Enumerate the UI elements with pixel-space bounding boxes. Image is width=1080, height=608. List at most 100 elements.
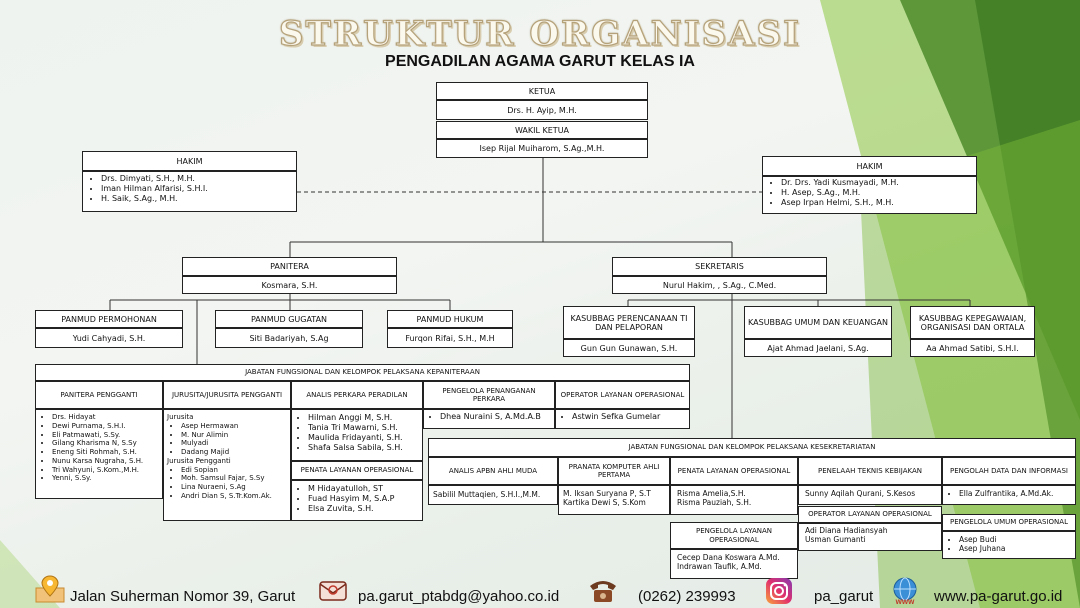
- page-title: STRUKTUR ORGANISASI: [278, 13, 802, 54]
- instagram-icon: [766, 578, 792, 604]
- jsp-1: Edi Sopian: [181, 466, 287, 475]
- hakim-left-label: HAKIM: [82, 151, 297, 171]
- page-subtitle: PENGADILAN AGAMA GARUT KELAS IA: [385, 53, 695, 70]
- pl-2: Fuad Hasyim M, S.A.P: [308, 494, 420, 504]
- telephone-icon: [590, 581, 616, 602]
- wakil-ketua-label: WAKIL KETUA: [436, 121, 648, 139]
- globe-icon: www: [893, 577, 917, 606]
- ketua-name: Drs. H. Ayip, M.H.: [436, 100, 648, 120]
- penelaah-teknis-text: Sunny Aqilah Qurani, S.Kesos: [798, 485, 942, 505]
- panmud-gugatan-label: PANMUD GUGATAN: [215, 310, 363, 328]
- jsp-4: Andri Dian S, S.Tr.Kom.Ak.: [181, 492, 287, 501]
- panmud-hukum-label: PANMUD HUKUM: [387, 310, 513, 328]
- pengelola-perkara-label: PENGELOLA PENANGANAN PERKARA: [423, 381, 555, 409]
- www-icon-text: www: [895, 597, 915, 606]
- jsp-2: Moh. Samsul Fajar, S.Sy: [181, 474, 287, 483]
- kasubbag-kepegawaian-name: Aa Ahmad Satibi, S.H.I.: [910, 339, 1035, 357]
- pdi-1: Ella Zulfrantika, A.Md.Ak.: [959, 489, 1073, 498]
- footer: Jalan Suherman Nomor 39, Garut pa.garut_…: [0, 574, 1080, 608]
- pp-5: Eneng Siti Rohmah, S.H.: [52, 448, 160, 457]
- wakil-ketua-name: Isep Rijal Muiharom, S.Ag.,M.H.: [436, 139, 648, 158]
- footer-phone[interactable]: (0262) 239993: [638, 588, 736, 605]
- js-3: Mulyadi: [181, 439, 287, 448]
- jf-kepaniteraan-header: JABATAN FUNGSIONAL DAN KELOMPOK PELAKSAN…: [35, 364, 690, 381]
- panitera-name: Kosmara, S.H.: [182, 276, 397, 294]
- penata-layanan-kepaniteraan-label: PENATA LAYANAN OPERASIONAL: [291, 461, 423, 480]
- jf-kesekretariatan-header: JABATAN FUNGSIONAL DAN KELOMPOK PELAKSAN…: [428, 438, 1076, 457]
- operator-layanan-label: OPERATOR LAYANAN OPERASIONAL: [798, 506, 942, 523]
- kasubbag-kepegawaian-label: KASUBBAG KEPEGAWAIAN, ORGANISASI DAN ORT…: [910, 306, 1035, 339]
- hakim-right-list: Dr. Drs. Yadi Kusmayadi, M.H. H. Asep, S…: [762, 176, 977, 214]
- hakim-right-label: HAKIM: [762, 156, 977, 176]
- penata-layanan-kepaniteraan-list: M Hidayatulloh, ST Fuad Hasyim M, S.A.P …: [291, 480, 423, 521]
- panitera-pengganti-label: PANITERA PENGGANTI: [35, 381, 163, 409]
- ap-3: Maulida Fridayanti, S.H.: [308, 433, 420, 443]
- js-2: M. Nur Alimin: [181, 431, 287, 440]
- panmud-permohonan-label: PANMUD PERMOHONAN: [35, 310, 183, 328]
- footer-address: Jalan Suherman Nomor 39, Garut: [70, 588, 296, 605]
- jurusita-group-2: Jurusita Pengganti: [167, 456, 231, 465]
- analis-perkara-list: Hilman Anggi M, S.H. Tania Tri Mawarni, …: [291, 409, 423, 461]
- sekretaris-label: SEKRETARIS: [612, 257, 827, 276]
- hakim-right-3: Asep Irpan Helmi, S.H., M.H.: [781, 198, 972, 208]
- analis-apbn-text: Sabilil Muttaqien, S.H.I.,M.M.: [428, 485, 558, 505]
- operator-layanan-text: Adi Diana Hadiansyah Usman Gumanti: [798, 523, 942, 551]
- ap-1: Hilman Anggi M, S.H.: [308, 413, 420, 423]
- js-4: Dadang Majid: [181, 448, 287, 457]
- kasubbag-umum-label: KASUBBAG UMUM DAN KEUANGAN: [744, 306, 892, 339]
- footer-website[interactable]: www.pa-garut.go.id: [934, 588, 1063, 605]
- sekretaris-name: Nurul Hakim, , S.Ag., C.Med.: [612, 276, 827, 294]
- pl-3: Elsa Zuvita, S.H.: [308, 504, 420, 514]
- hakim-right-1: Dr. Drs. Yadi Kusmayadi, M.H.: [781, 178, 972, 188]
- pp-7: Tri Wahyuni, S.Kom.,M.H.: [52, 466, 160, 475]
- operator-layanan-kepaniteraan-list: Astwin Sefka Gumelar: [555, 409, 690, 429]
- ppk-1: Dhea Nuraini S, A.Md.A.B: [440, 412, 552, 422]
- kasubbag-perencanaan-name: Gun Gun Gunawan, S.H.: [563, 339, 695, 357]
- pengelola-umum-label: PENGELOLA UMUM OPERASIONAL: [942, 514, 1076, 531]
- hakim-left-1: Drs. Dimyati, S.H., M.H.: [101, 174, 292, 184]
- panmud-gugatan-name: Siti Badariyah, S.Ag: [215, 328, 363, 348]
- hakim-left-3: H. Saik, S.Ag., M.H.: [101, 194, 292, 204]
- js-1: Asep Hermawan: [181, 422, 287, 431]
- jurusita-group-1: Jurusita: [167, 413, 194, 421]
- kasubbag-umum-name: Ajat Ahmad Jaelani, S.Ag.: [744, 339, 892, 357]
- operator-layanan-kepaniteraan-label: OPERATOR LAYANAN OPERASIONAL: [555, 381, 690, 409]
- ap-4: Shafa Salsa Sabila, S.H.: [308, 443, 420, 453]
- analis-apbn-label: ANALIS APBN AHLI MUDA: [428, 457, 558, 485]
- pp-1: Drs. Hidayat: [52, 413, 160, 422]
- panmud-permohonan-name: Yudi Cahyadi, S.H.: [35, 328, 183, 348]
- pp-3: Eli Patmawati, S.Sy.: [52, 431, 160, 440]
- panitera-label: PANITERA: [182, 257, 397, 276]
- pp-2: Dewi Purnama, S.H.I.: [52, 422, 160, 431]
- footer-instagram[interactable]: pa_garut: [814, 588, 874, 605]
- hakim-left-list: Drs. Dimyati, S.H., M.H. Iman Hilman Alf…: [82, 171, 297, 212]
- analis-perkara-label: ANALIS PERKARA PERADILAN: [291, 381, 423, 409]
- pu-1: Asep Budi: [959, 535, 1073, 544]
- pengelola-layanan-label: PENGELOLA LAYANAN OPERASIONAL: [670, 522, 798, 549]
- penelaah-teknis-label: PENELAAH TEKNIS KEBIJAKAN: [798, 457, 942, 485]
- pranata-komputer-label: PRANATA KOMPUTER AHLI PERTAMA: [558, 457, 670, 485]
- kasubbag-perencanaan-label: KASUBBAG PERENCANAAN TI DAN PELAPORAN: [563, 306, 695, 339]
- jsp-3: Lina Nuraeni, S.Ag: [181, 483, 287, 492]
- hakim-left-2: Iman Hilman Alfarisi, S.H.I.: [101, 184, 292, 194]
- hakim-right-2: H. Asep, S.Ag., M.H.: [781, 188, 972, 198]
- penata-layanan-label: PENATA LAYANAN OPERASIONAL: [670, 457, 798, 485]
- penata-layanan-text: Risma Amelia,S.H. Risma Pauziah, S.H.: [670, 485, 798, 515]
- jurusita-list: Jurusita Asep Hermawan M. Nur Alimin Mul…: [163, 409, 291, 521]
- email-icon: [319, 581, 347, 601]
- pl-1: M Hidayatulloh, ST: [308, 484, 420, 494]
- pranata-komputer-text: M. Iksan Suryana P, S.T Kartika Dewi S, …: [558, 485, 670, 515]
- pengolah-data-label: PENGOLAH DATA DAN INFORMASI: [942, 457, 1076, 485]
- footer-email[interactable]: pa.garut_ptabdg@yahoo.co.id: [358, 588, 560, 605]
- ketua-label: KETUA: [436, 82, 648, 100]
- pengelola-perkara-list: Dhea Nuraini S, A.Md.A.B: [423, 409, 555, 429]
- olk-1: Astwin Sefka Gumelar: [572, 412, 687, 422]
- pengelola-layanan-text: Cecep Dana Koswara A.Md. Indrawan Taufik…: [670, 549, 798, 579]
- map-pin-icon: [35, 575, 65, 603]
- pu-2: Asep Juhana: [959, 544, 1073, 553]
- pp-8: Yenni, S.Sy.: [52, 474, 160, 483]
- ap-2: Tania Tri Mawarni, S.H.: [308, 423, 420, 433]
- pp-6: Nunu Karsa Nugraha, S.H.: [52, 457, 160, 466]
- pengelola-umum-list: Asep Budi Asep Juhana: [942, 531, 1076, 559]
